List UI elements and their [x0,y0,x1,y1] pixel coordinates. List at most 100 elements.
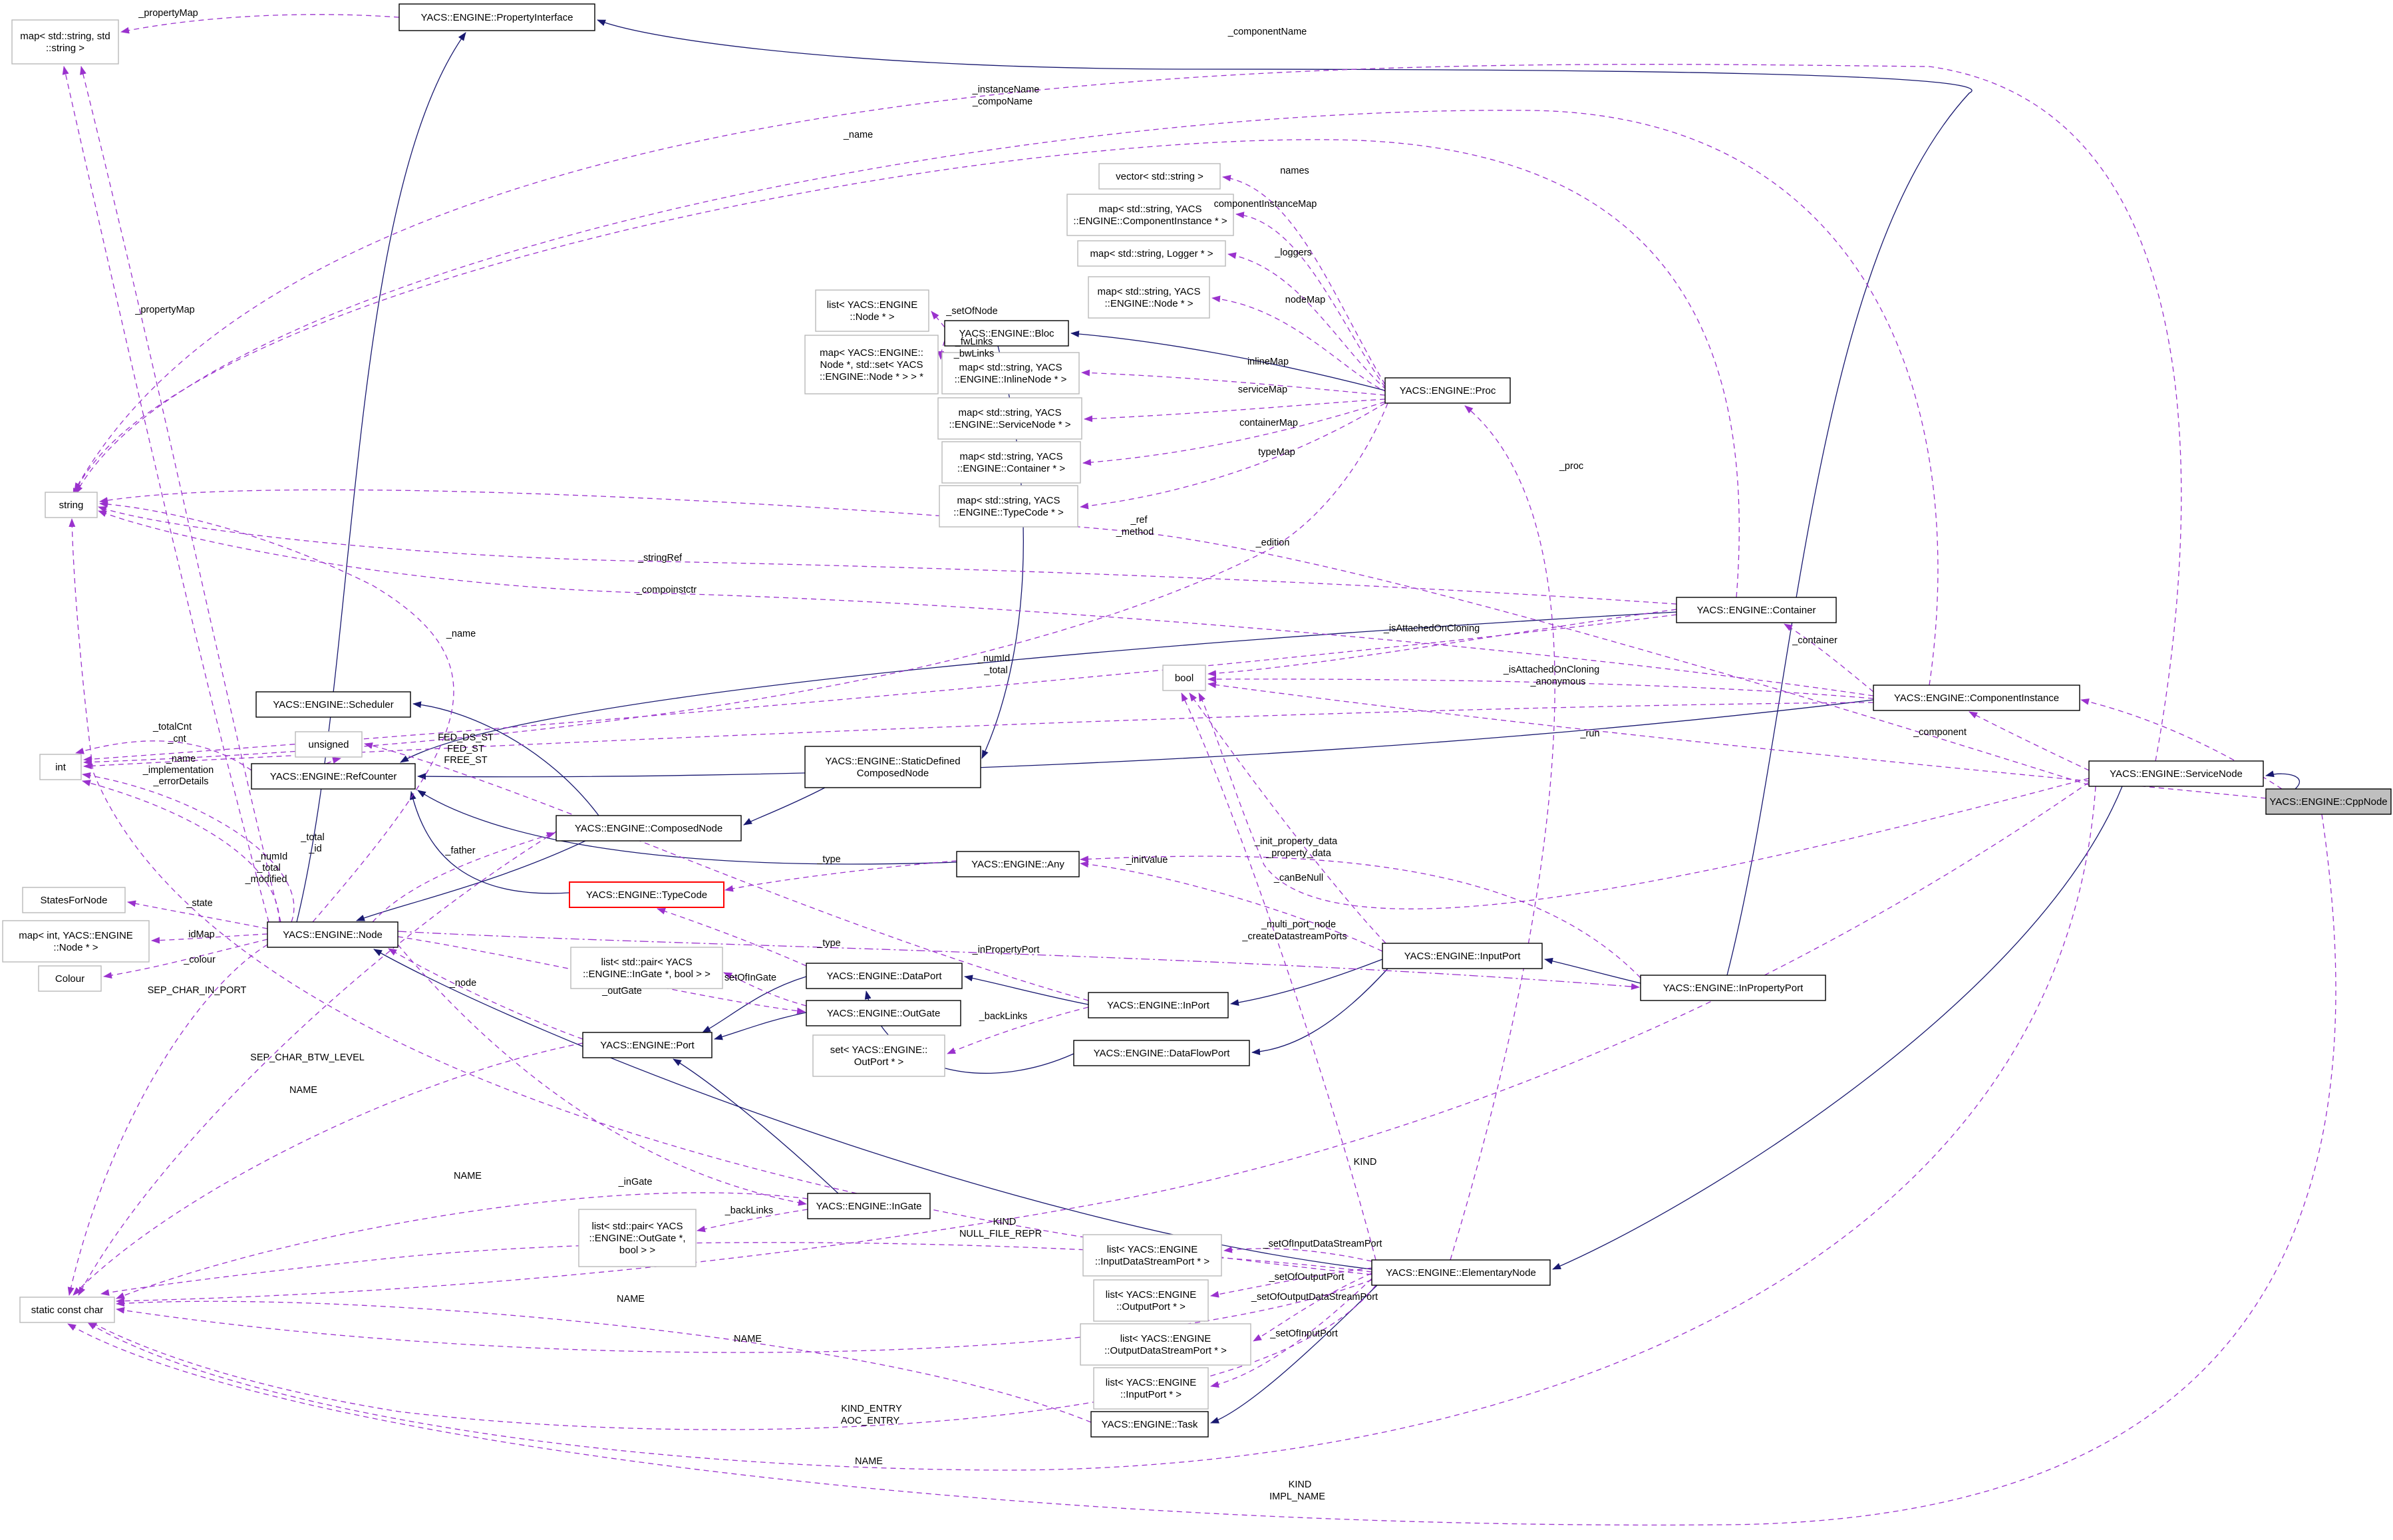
node-label-list_outputport: list< YACS::ENGINE::OutputPort * > [1106,1289,1197,1312]
node-box-list_input_datastream [1082,1234,1222,1277]
node-list_pair_outgate: list< std::pair< YACS::ENGINE::OutGate *… [578,1209,697,1267]
edge-label-61: _node [449,978,476,989]
node-ingate[interactable]: YACS::ENGINE::InGate [807,1193,931,1219]
edge-label-34: FED_DS_ST [438,732,494,743]
node-property_interface[interactable]: YACS::ENGINE::PropertyInterface [399,3,595,31]
edge-solid-10 [1251,968,1388,1056]
edge-label-7: _loggers [1274,247,1312,258]
edge-label-55: _multi_port_node [1261,919,1336,930]
edge-dash-54 [78,831,557,1296]
node-bloc[interactable]: YACS::ENGINE::Bloc [944,320,1069,347]
node-component_instance[interactable]: YACS::ENGINE::ComponentInstance [1873,685,2080,711]
edge-dash-24 [74,64,2182,762]
edge-dash-23 [120,14,400,34]
edge-dash-84 [98,506,1677,605]
edge-dash-35 [931,311,945,328]
node-port[interactable]: YACS::ENGINE::Port [582,1032,713,1058]
node-label-bool: bool [1175,673,1194,684]
node-composed_node[interactable]: YACS::ENGINE::ComposedNode [556,815,742,842]
node-box-service_node [2088,760,2264,787]
node-node[interactable]: YACS::ENGINE::Node [267,921,399,948]
node-map_node_set: map< YACS::ENGINE::Node *, std::set< YAC… [804,335,939,394]
node-dataport[interactable]: YACS::ENGINE::DataPort [806,963,963,989]
edge-dash-57 [116,1300,1092,1423]
edge-label-24: _isAttachedOnCloning [1383,623,1480,634]
edge-dashdot-73 [397,931,1640,991]
node-scheduler[interactable]: YACS::ENGINE::Scheduler [255,691,411,718]
edge-solid-11 [1544,957,1641,984]
node-box-list_output_datastream [1080,1323,1251,1366]
node-task[interactable]: YACS::ENGINE::Task [1090,1411,1209,1438]
edge-label-36: FREE_ST [444,755,487,766]
edge-solid-3 [356,840,586,921]
node-box-list_pair_ingate [570,947,723,989]
edge-dash-55 [73,1042,583,1296]
node-label-node: YACS::ENGINE::Node [283,929,383,941]
node-box-bloc [944,320,1069,347]
edge-label-66: _inGate [618,1177,653,1187]
node-box-port [582,1032,713,1058]
node-box-map_container [941,441,1081,484]
edge-dash-53 [67,944,268,1296]
node-label-outgate: YACS::ENGINE::OutGate [827,1008,941,1019]
node-set_outport: set< YACS::ENGINE::OutPort * > [812,1034,945,1077]
edge-solid-21 [417,699,1874,780]
node-cpp_node[interactable]: YACS::ENGINE::CppNode [2265,788,2392,815]
edge-dash-47 [83,702,1874,770]
node-label-inputport: YACS::ENGINE::InputPort [1404,951,1521,962]
node-inpropertyport[interactable]: YACS::ENGINE::InPropertyPort [1640,975,1826,1001]
node-box-map_inline_node [941,352,1080,394]
edge-label-12: _bwLinks [953,349,994,359]
edge-solid-9 [1230,959,1383,1006]
node-inputport[interactable]: YACS::ENGINE::InputPort [1382,943,1543,969]
node-outgate[interactable]: YACS::ENGINE::OutGate [806,1000,961,1026]
node-box-map_int_node [2,920,150,963]
node-dataflowport[interactable]: YACS::ENGINE::DataFlowPort [1073,1040,1250,1066]
node-box-dataport [806,963,963,989]
edge-dash-83 [98,510,1874,696]
edge-label-10: _setOfNode [945,306,997,317]
edge-solid-20 [409,791,570,894]
edge-label-69: NULL_FILE_REPR [959,1229,1042,1239]
edge-dash-49 [69,518,1372,1275]
edge-label-60: _outGate [601,986,642,997]
edge-dash-30 [1211,295,1388,393]
edge-label-40: _total [300,832,324,843]
edge-label-75: _setOfOutputDataStreamPort [1251,1292,1378,1303]
edge-label-0: _propertyMap [138,8,198,19]
edge-label-20: _proc [1559,461,1583,472]
edge-solid-14 [673,1058,839,1194]
edge-dash-59 [87,786,2096,1471]
node-typecode[interactable]: YACS::ENGINE::TypeCode [569,881,724,908]
node-label-port: YACS::ENGINE::Port [600,1040,695,1051]
edge-label-11: _fwLinks [955,337,993,347]
node-box-container [1676,597,1837,623]
edge-dash-29 [1227,252,1387,390]
edge-label-30: _component [1913,727,1967,738]
node-proc[interactable]: YACS::ENGINE::Proc [1384,377,1511,404]
node-container[interactable]: YACS::ENGINE::Container [1676,597,1837,623]
node-label-typecode: YACS::ENGINE::TypeCode [586,889,707,901]
edge-dash-90 [325,757,341,764]
node-box-typecode [569,881,724,908]
node-label-ingate: YACS::ENGINE::InGate [816,1201,922,1212]
edge-dash-69 [724,860,957,892]
edge-label-19: _edition [1255,538,1290,548]
node-label-cpp_node: YACS::ENGINE::CppNode [2269,796,2387,808]
node-elementary_node[interactable]: YACS::ENGINE::ElementaryNode [1371,1259,1551,1286]
node-box-colour [38,965,102,992]
node-service_node[interactable]: YACS::ENGINE::ServiceNode [2088,760,2264,787]
node-any[interactable]: YACS::ENGINE::Any [956,851,1080,877]
edge-label-67: _backLinks [724,1205,774,1216]
node-label-list_inputport: list< YACS::ENGINE::InputPort * > [1106,1377,1197,1400]
node-unsigned: unsigned [295,731,363,758]
node-list_pair_ingate: list< std::pair< YACS::ENGINE::InGate *,… [570,947,723,989]
node-label-any: YACS::ENGINE::Any [971,859,1064,870]
node-refcounter[interactable]: YACS::ENGINE::RefCounter [251,763,416,790]
edge-dash-74 [372,832,556,923]
edge-dash-36 [937,340,945,360]
node-inport[interactable]: YACS::ENGINE::InPort [1088,992,1229,1018]
edge-solid-6 [597,19,1973,976]
edge-label-42: _father [444,846,475,856]
